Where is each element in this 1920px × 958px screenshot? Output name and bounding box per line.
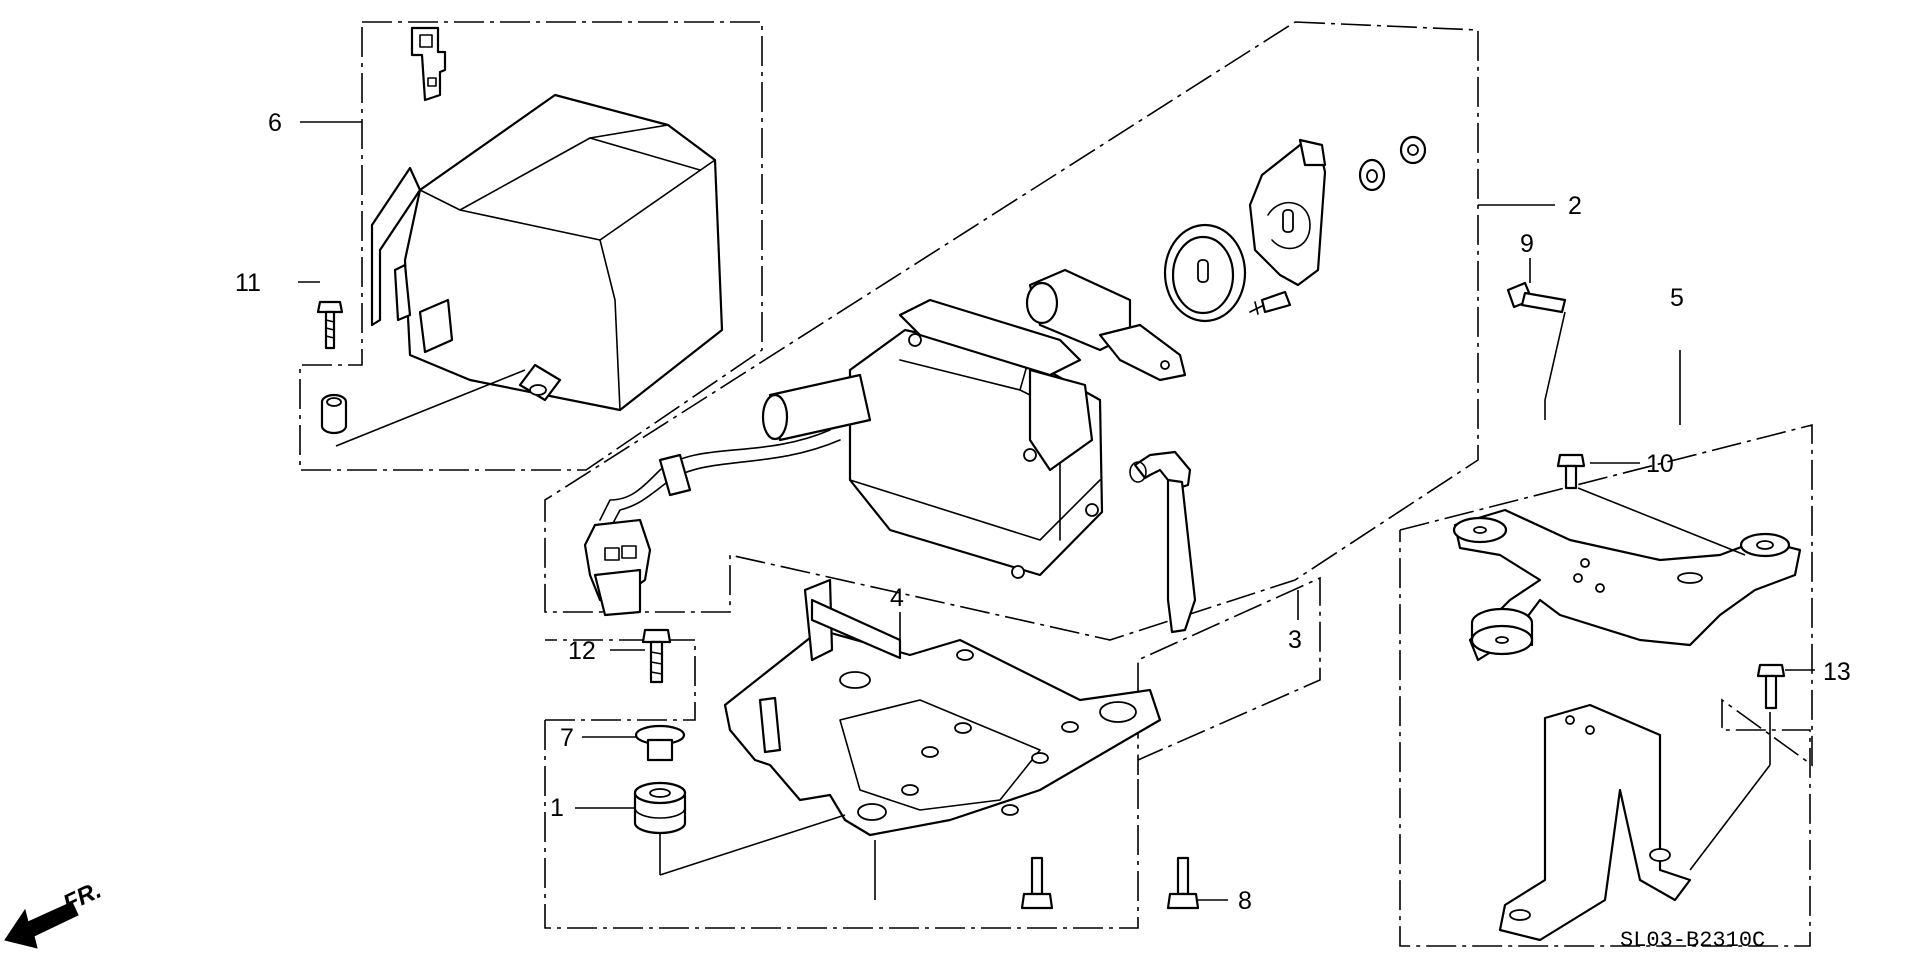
cover-part — [320, 26, 724, 435]
leader-lines — [298, 121, 1815, 901]
callout-3: 3 — [1288, 626, 1302, 654]
frame-bracket-group — [545, 639, 696, 721]
bolt-8b — [1166, 856, 1200, 910]
callout-4: 4 — [890, 584, 904, 612]
stay-part — [1452, 508, 1802, 942]
callout-1: 1 — [550, 794, 564, 822]
frame-bolt-group — [544, 576, 1321, 929]
bolt-10 — [1556, 453, 1586, 490]
callout-11: 11 — [235, 269, 261, 297]
callout-labels: 1 2 3 4 5 6 7 8 9 10 11 12 13 — [235, 109, 1851, 915]
callout-13: 13 — [1823, 658, 1851, 686]
frame-cover-group — [299, 21, 763, 471]
callout-9: 9 — [1520, 230, 1534, 258]
diagram-code: SL03-B2310C — [1620, 928, 1765, 953]
frame-actuator-group — [544, 21, 1479, 641]
actuator-assembly-part — [583, 135, 1427, 634]
bolt-12 — [641, 628, 672, 684]
callout-12: 12 — [568, 637, 596, 665]
bolt-11 — [316, 300, 344, 350]
bolt-9 — [1506, 281, 1567, 314]
grommet-1 — [633, 781, 687, 835]
callout-2: 2 — [1568, 192, 1582, 220]
callout-8: 8 — [1238, 887, 1252, 915]
callout-5: 5 — [1670, 284, 1684, 312]
bracket-part — [723, 578, 1162, 837]
callout-7: 7 — [560, 724, 574, 752]
bolt-13 — [1756, 663, 1786, 710]
bolt-8a — [1020, 856, 1054, 910]
front-direction-indicator: FR. — [4, 877, 106, 949]
callout-6: 6 — [268, 109, 282, 137]
callout-10: 10 — [1646, 450, 1674, 478]
collar-7 — [634, 724, 686, 762]
frame-stay-group — [1399, 423, 1813, 947]
front-arrow-icon — [4, 901, 79, 949]
